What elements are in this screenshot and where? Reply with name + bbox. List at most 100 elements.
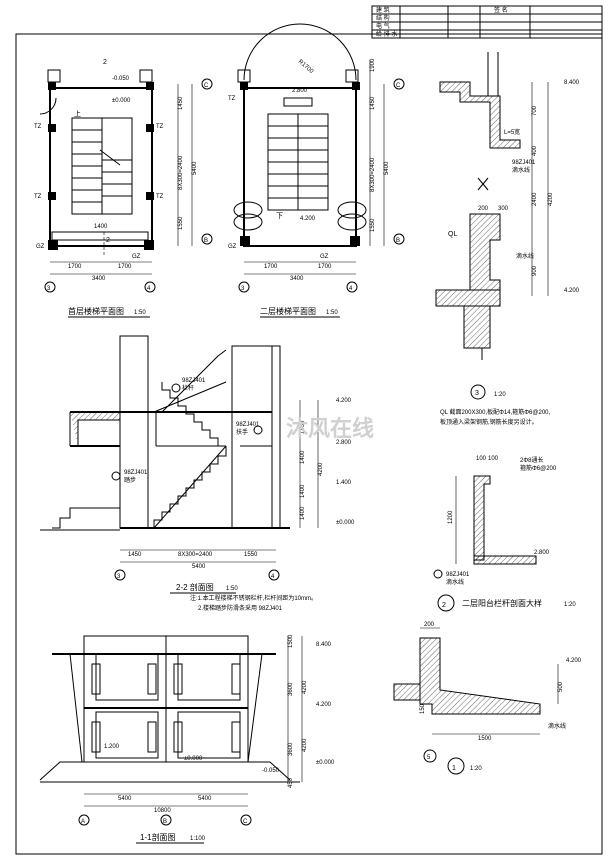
d3-200: 200 — [478, 206, 489, 212]
s22-axis-3: 3 — [117, 574, 121, 580]
s22-dim-r2: 1400 — [300, 450, 306, 464]
d1-drip: 滴水线 — [548, 722, 566, 730]
d3-l: L=5宽 — [504, 128, 520, 136]
s22-scale: 1:50 — [226, 586, 238, 592]
plan2-scale: 1:50 — [326, 310, 338, 316]
d1-dim-200: 200 — [424, 622, 435, 628]
s11-axis-a: A — [81, 819, 85, 825]
plan1-dim-b2: 1700 — [118, 264, 132, 270]
d2-ref: 98ZJ401 — [446, 572, 470, 578]
s11-elev-4: 1.200 — [104, 744, 120, 750]
d3-elev-4200: 4.200 — [564, 288, 580, 294]
plan2-dim-b2: 1700 — [318, 264, 332, 270]
s22-elev-4: ±0.000 — [336, 520, 355, 526]
plan2-axis-3: 3 — [241, 286, 245, 292]
s22-note-1: 注:1.本工程楼梯不锈钢栏杆,栏杆间距为10mm。 — [190, 594, 317, 602]
d1-num5: 5 — [427, 755, 431, 761]
s22-elev-3: 1.400 — [336, 480, 352, 486]
plan2-dim-r3: 5400 — [384, 161, 390, 175]
d3-ql: QL — [448, 231, 457, 238]
s22-step2: 踏步 — [124, 476, 136, 484]
plan1-gz-1: GZ — [36, 244, 45, 250]
plan1-dim-r1: 1450 — [178, 96, 184, 110]
s11-dim-r6: 450 — [288, 777, 294, 788]
s11-dim-r5: 4200 — [302, 738, 308, 752]
s11-dim-r1: 1500 — [288, 634, 294, 648]
s11-elev-1: 8.400 — [316, 642, 332, 648]
s22-rail4: 扶手 — [236, 428, 248, 436]
svg-text:2: 2 — [106, 237, 110, 244]
d3-dim-2400: 2400 — [532, 192, 538, 206]
d3-note-1: QL 截面200X300,板配Φ14,箍筋Φ6@200, — [440, 408, 550, 416]
plan2-radius: R1700 — [297, 59, 315, 75]
tb-header: 签 名 — [494, 6, 508, 14]
plan1-tz-2: TZ — [34, 194, 42, 200]
s11-axis-c: C — [243, 819, 248, 825]
s22-dim-b3: 1550 — [244, 552, 258, 558]
plan2-down: 下 — [276, 212, 283, 220]
plan2-dim-r0: 1900 — [370, 58, 376, 72]
plan1-tz-4: TZ — [156, 194, 164, 200]
s11-elev-6: -0.050 — [262, 768, 280, 774]
plan1-caption: 首层楼梯平面图 — [68, 306, 124, 316]
s22-axis-4: 4 — [271, 574, 275, 580]
plan1-gz-2: GZ — [132, 254, 141, 260]
d1-dim-1500: 1500 — [478, 736, 492, 742]
s22-dim-r3: 1400 — [300, 484, 306, 498]
s22-dim-r5: 4200 — [318, 462, 324, 476]
plan2-axis-4: 4 — [349, 286, 353, 292]
s11-elev-2: 4.200 — [316, 702, 332, 708]
s11-elev-5: ±0.000 — [184, 756, 203, 762]
d2-drip: 滴水线 — [446, 578, 464, 586]
plan1-axis-3: 3 — [47, 286, 51, 292]
section-2-2: 98ZJ401 栏杆 98ZJ401 扶手 98ZJ401 踏步 1400 14… — [40, 335, 355, 612]
d3-dim-4200: 4200 — [548, 192, 554, 206]
plan1-dim-r3: 1550 — [178, 216, 184, 230]
plan1-scale: 1:50 — [134, 310, 146, 316]
plan-first-floor: 2 2 -0.050 ±0.000 上 1400 TZ TZ TZ TZ GZ … — [34, 59, 213, 318]
d3-drip: 滴水线 — [512, 166, 530, 174]
s22-elev-1: 4.200 — [336, 398, 352, 404]
s22-dim-b1: 1450 — [128, 552, 142, 558]
d3-drip2: 滴水线 — [516, 252, 534, 260]
plan1-axis-b: B — [204, 238, 208, 244]
d3-300: 300 — [498, 206, 509, 212]
plan1-axis-4: 4 — [147, 286, 151, 292]
plan2-gz-2: GZ — [320, 254, 329, 260]
tb-row-1: 建 筑 — [376, 6, 390, 14]
s22-dim-b4: 5400 — [192, 564, 206, 570]
s22-caption: 2-2 剖面图 — [176, 582, 214, 592]
plan2-dim-r1: 1450 — [370, 96, 376, 110]
s11-dim-r2: 3600 — [288, 682, 294, 696]
plan2-dim-b3: 3400 — [290, 276, 304, 282]
s22-dim-b2: 8X300=2400 — [178, 552, 213, 558]
s11-axis-b: B — [163, 819, 167, 825]
plan1-sec2: 2 — [103, 59, 107, 66]
plan2-dim-r4: 1550 — [370, 218, 376, 232]
d2-scale: 1:20 — [564, 602, 576, 608]
plan1-tz-1: TZ — [34, 124, 42, 130]
plan2-elev1: 2.800 — [292, 88, 308, 94]
s11-caption: 1-1剖面图 — [140, 832, 176, 842]
s22-note-2: 2.楼梯踏步防滑条采用 98ZJ401 — [198, 604, 283, 612]
detail-3: 700 400 2400 4200 900 8.400 4.200 QL L=5… — [435, 52, 580, 426]
d1-elev: 4.200 — [566, 658, 582, 664]
plan1-dim-b3: 3400 — [92, 276, 106, 282]
title-block: 建 筑 结 构 电 气 给 排 水 签 名 — [371, 5, 603, 39]
d3-num: 3 — [475, 390, 479, 397]
d1-scale: 1:20 — [470, 766, 482, 772]
section-1-1: 1500 3600 4200 3600 4200 450 8.400 4.200… — [39, 634, 335, 844]
d2-num: 2 — [442, 602, 446, 609]
plan1-1400: 1400 — [94, 224, 108, 230]
d1-num: 1 — [452, 765, 456, 772]
watermark: 沐风在线 — [286, 416, 374, 441]
d3-ref: 98ZJ401 — [512, 160, 536, 166]
s11-elev-3: ±0.000 — [316, 760, 335, 766]
plan2-axis-c: C — [396, 83, 401, 89]
plan2-tz: TZ — [228, 96, 236, 102]
plan1-up: 上 — [74, 109, 81, 118]
d2-note: 2Φ8通长 — [520, 456, 543, 464]
s22-dim-r4: 1400 — [300, 506, 306, 520]
tb-row-3: 电 气 — [376, 22, 390, 30]
